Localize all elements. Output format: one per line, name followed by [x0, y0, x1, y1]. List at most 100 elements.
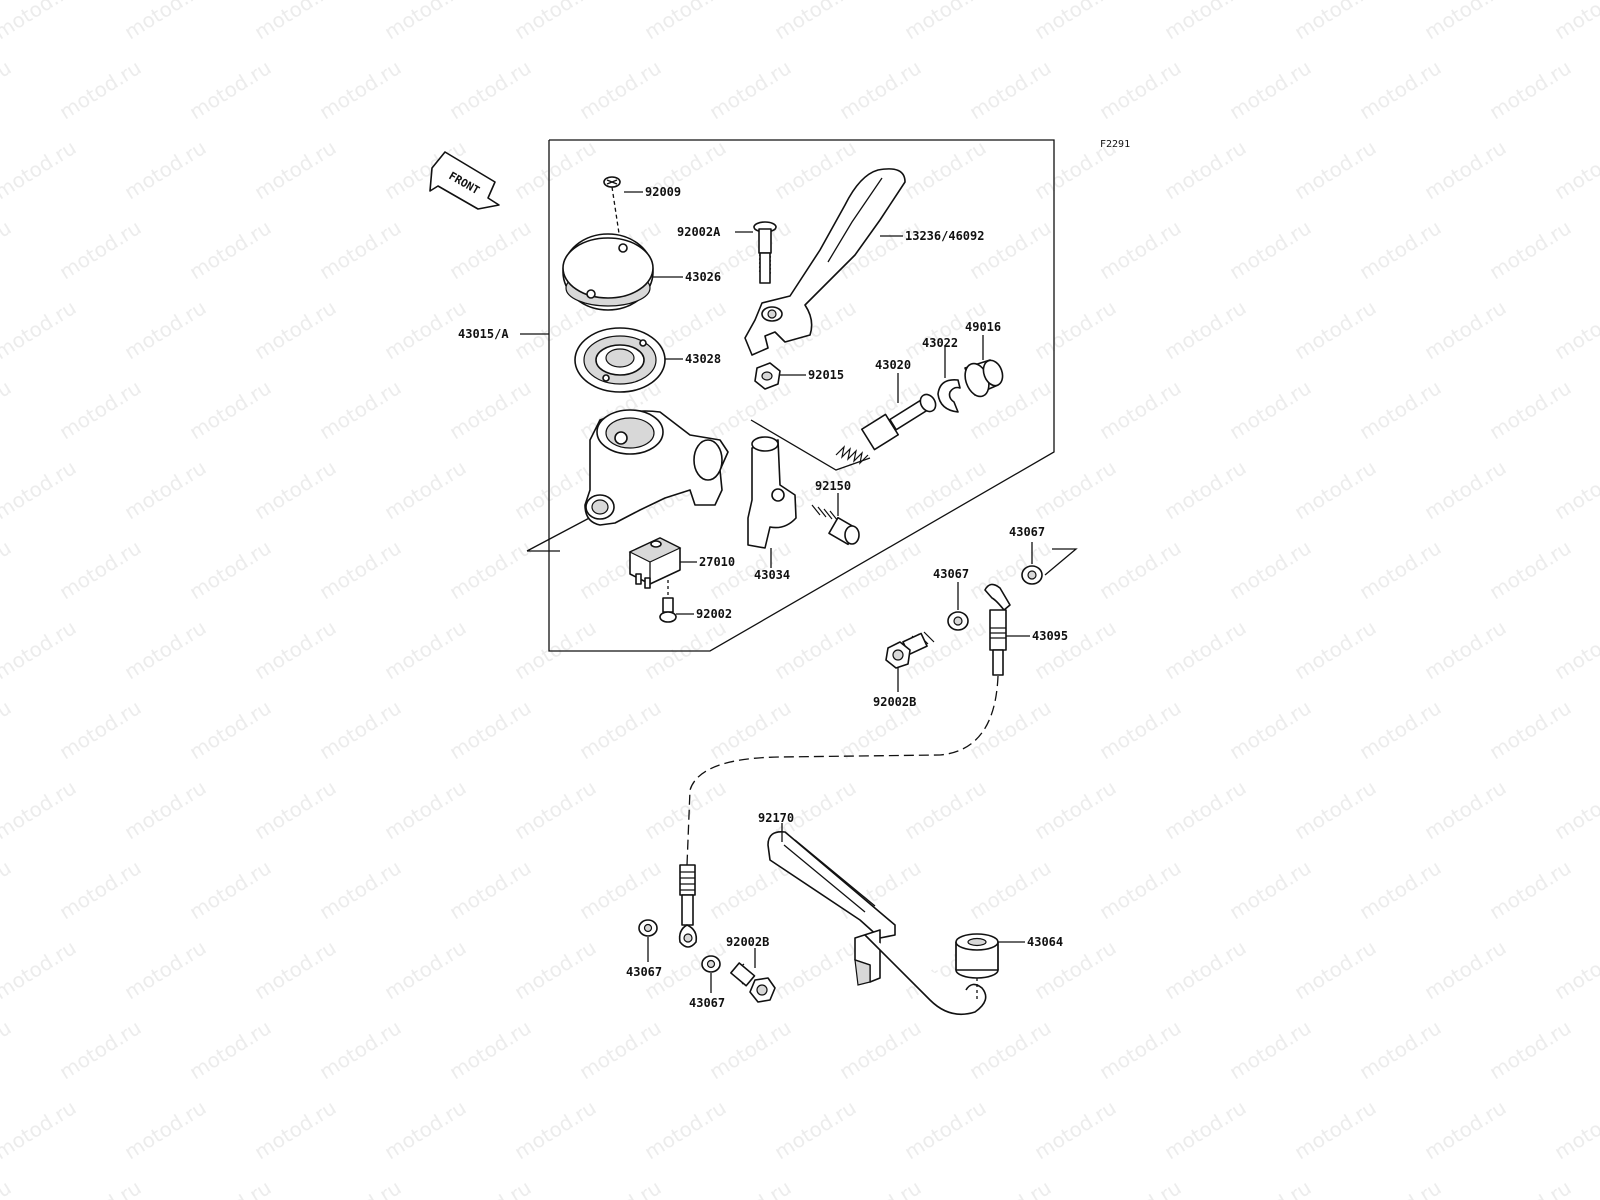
watermark-text: motod.ru: [315, 1015, 406, 1084]
watermark-text: motod.ru: [770, 1095, 861, 1164]
watermark-text: motod.ru: [1550, 935, 1600, 1004]
watermark-text: motod.ru: [1550, 295, 1600, 364]
watermark-text: motod.ru: [55, 215, 146, 284]
screw-92002: [659, 580, 677, 623]
hose-fitting-lower: [678, 864, 698, 948]
watermark-text: motod.ru: [0, 0, 80, 44]
watermark-text: motod.ru: [1290, 135, 1381, 204]
watermark-text: motod.ru: [315, 855, 406, 924]
watermark-text: motod.ru: [640, 0, 731, 44]
figure-code: F2291: [1100, 139, 1130, 150]
watermark-text: motod.ru: [120, 1095, 211, 1164]
watermark-text: motod.ru: [185, 695, 276, 764]
screw-92009: [603, 176, 621, 241]
watermark-text: motod.ru: [965, 535, 1056, 604]
watermark-text: motod.ru: [1420, 135, 1511, 204]
watermark-text: motod.ru: [900, 775, 991, 844]
watermark-text: motod.ru: [0, 1015, 15, 1084]
bracket-92170: [767, 830, 987, 1016]
watermark-text: motod.ru: [1225, 1175, 1316, 1200]
watermark-text: motod.ru: [0, 455, 80, 524]
watermark-text: motod.ru: [1485, 535, 1576, 604]
watermark-text: motod.ru: [315, 375, 406, 444]
watermark-text: motod.ru: [1225, 55, 1316, 124]
watermark-text: motod.ru: [510, 615, 601, 684]
watermark-text: motod.ru: [55, 55, 146, 124]
watermark-text: motod.ru: [900, 0, 991, 44]
watermark-text: motod.ru: [835, 55, 926, 124]
watermark-text: motod.ru: [1225, 535, 1316, 604]
label-92150: 92150: [815, 479, 851, 493]
watermark-text: motod.ru: [120, 135, 211, 204]
watermark-text: motod.ru: [575, 1015, 666, 1084]
label-43028: 43028: [685, 352, 721, 366]
watermark-text: motod.ru: [1225, 855, 1316, 924]
watermark-text: motod.ru: [1290, 455, 1381, 524]
watermark-text: motod.ru: [55, 695, 146, 764]
watermark-text: motod.ru: [1290, 775, 1381, 844]
watermark-text: motod.ru: [510, 935, 601, 1004]
watermark-text: motod.ru: [380, 935, 471, 1004]
watermark-text: motod.ru: [1095, 1015, 1186, 1084]
watermark-text: motod.ru: [1095, 855, 1186, 924]
banjo-bolt-92002B-b: [730, 962, 776, 1003]
watermark-text: motod.ru: [1355, 855, 1446, 924]
watermark-text: motod.ru: [510, 0, 601, 44]
watermark-text: motod.ru: [1225, 375, 1316, 444]
bolt-92150: [811, 504, 860, 546]
watermark-text: motod.ru: [1355, 55, 1446, 124]
watermark-text: motod.ru: [1225, 1015, 1316, 1084]
watermark-text: motod.ru: [1290, 295, 1381, 364]
watermark-text: motod.ru: [315, 1175, 406, 1200]
watermark-text: motod.ru: [1030, 455, 1121, 524]
watermark-text: motod.ru: [770, 615, 861, 684]
watermark-text: motod.ru: [380, 615, 471, 684]
watermark-text: motod.ru: [0, 1175, 15, 1200]
watermark-text: motod.ru: [445, 375, 536, 444]
label-92170: 92170: [758, 811, 794, 825]
watermark-text: motod.ru: [1290, 615, 1381, 684]
watermark-text: motod.ru: [315, 215, 406, 284]
axis-line-top: [750, 419, 871, 471]
watermark-text: motod.ru: [445, 215, 536, 284]
watermark-text: motod.ru: [1420, 615, 1511, 684]
watermark-text: motod.ru: [1225, 215, 1316, 284]
pivot-bolt-92002A: [753, 221, 777, 284]
watermark-text: motod.ru: [1160, 775, 1251, 844]
brake-switch-27010: [628, 537, 682, 589]
watermark-text: motod.ru: [1355, 375, 1446, 444]
watermark-text: motod.ru: [445, 1015, 536, 1084]
watermark-text: motod.ru: [315, 535, 406, 604]
watermark-text: motod.ru: [1160, 1095, 1251, 1164]
axis-line-left: [526, 514, 596, 552]
watermark-text: motod.ru: [575, 55, 666, 124]
watermark-text: motod.ru: [1030, 295, 1121, 364]
watermark-text: motod.ru: [445, 535, 536, 604]
watermark-text: motod.ru: [835, 535, 926, 604]
watermark-text: motod.ru: [380, 455, 471, 524]
watermark-text: motod.ru: [185, 1015, 276, 1084]
watermark-text: motod.ru: [705, 1175, 796, 1200]
watermark-text: motod.ru: [185, 215, 276, 284]
watermark-text: motod.ru: [445, 1175, 536, 1200]
watermark-text: motod.ru: [380, 775, 471, 844]
banjo-bolt-92002B-a: [885, 631, 935, 669]
watermark-text: motod.ru: [1160, 935, 1251, 1004]
nut-92015: [754, 362, 781, 390]
watermark-text: motod.ru: [1420, 455, 1511, 524]
watermark-text: motod.ru: [380, 0, 471, 44]
label-43064: 43064: [1027, 935, 1063, 949]
watermark-text: motod.ru: [250, 935, 341, 1004]
watermark-text: motod.ru: [1420, 295, 1511, 364]
watermark-text: motod.ru: [0, 855, 15, 924]
watermark-text: motod.ru: [185, 375, 276, 444]
label-43015-A: 43015/A: [458, 327, 509, 341]
watermark-text: motod.ru: [250, 0, 341, 44]
watermark-text: motod.ru: [835, 1015, 926, 1084]
watermark-text: motod.ru: [250, 1095, 341, 1164]
watermark-text: motod.ru: [380, 295, 471, 364]
watermark-text: motod.ru: [1160, 0, 1251, 44]
watermark-text: motod.ru: [575, 1175, 666, 1200]
assembly-boundary: [548, 139, 1055, 652]
